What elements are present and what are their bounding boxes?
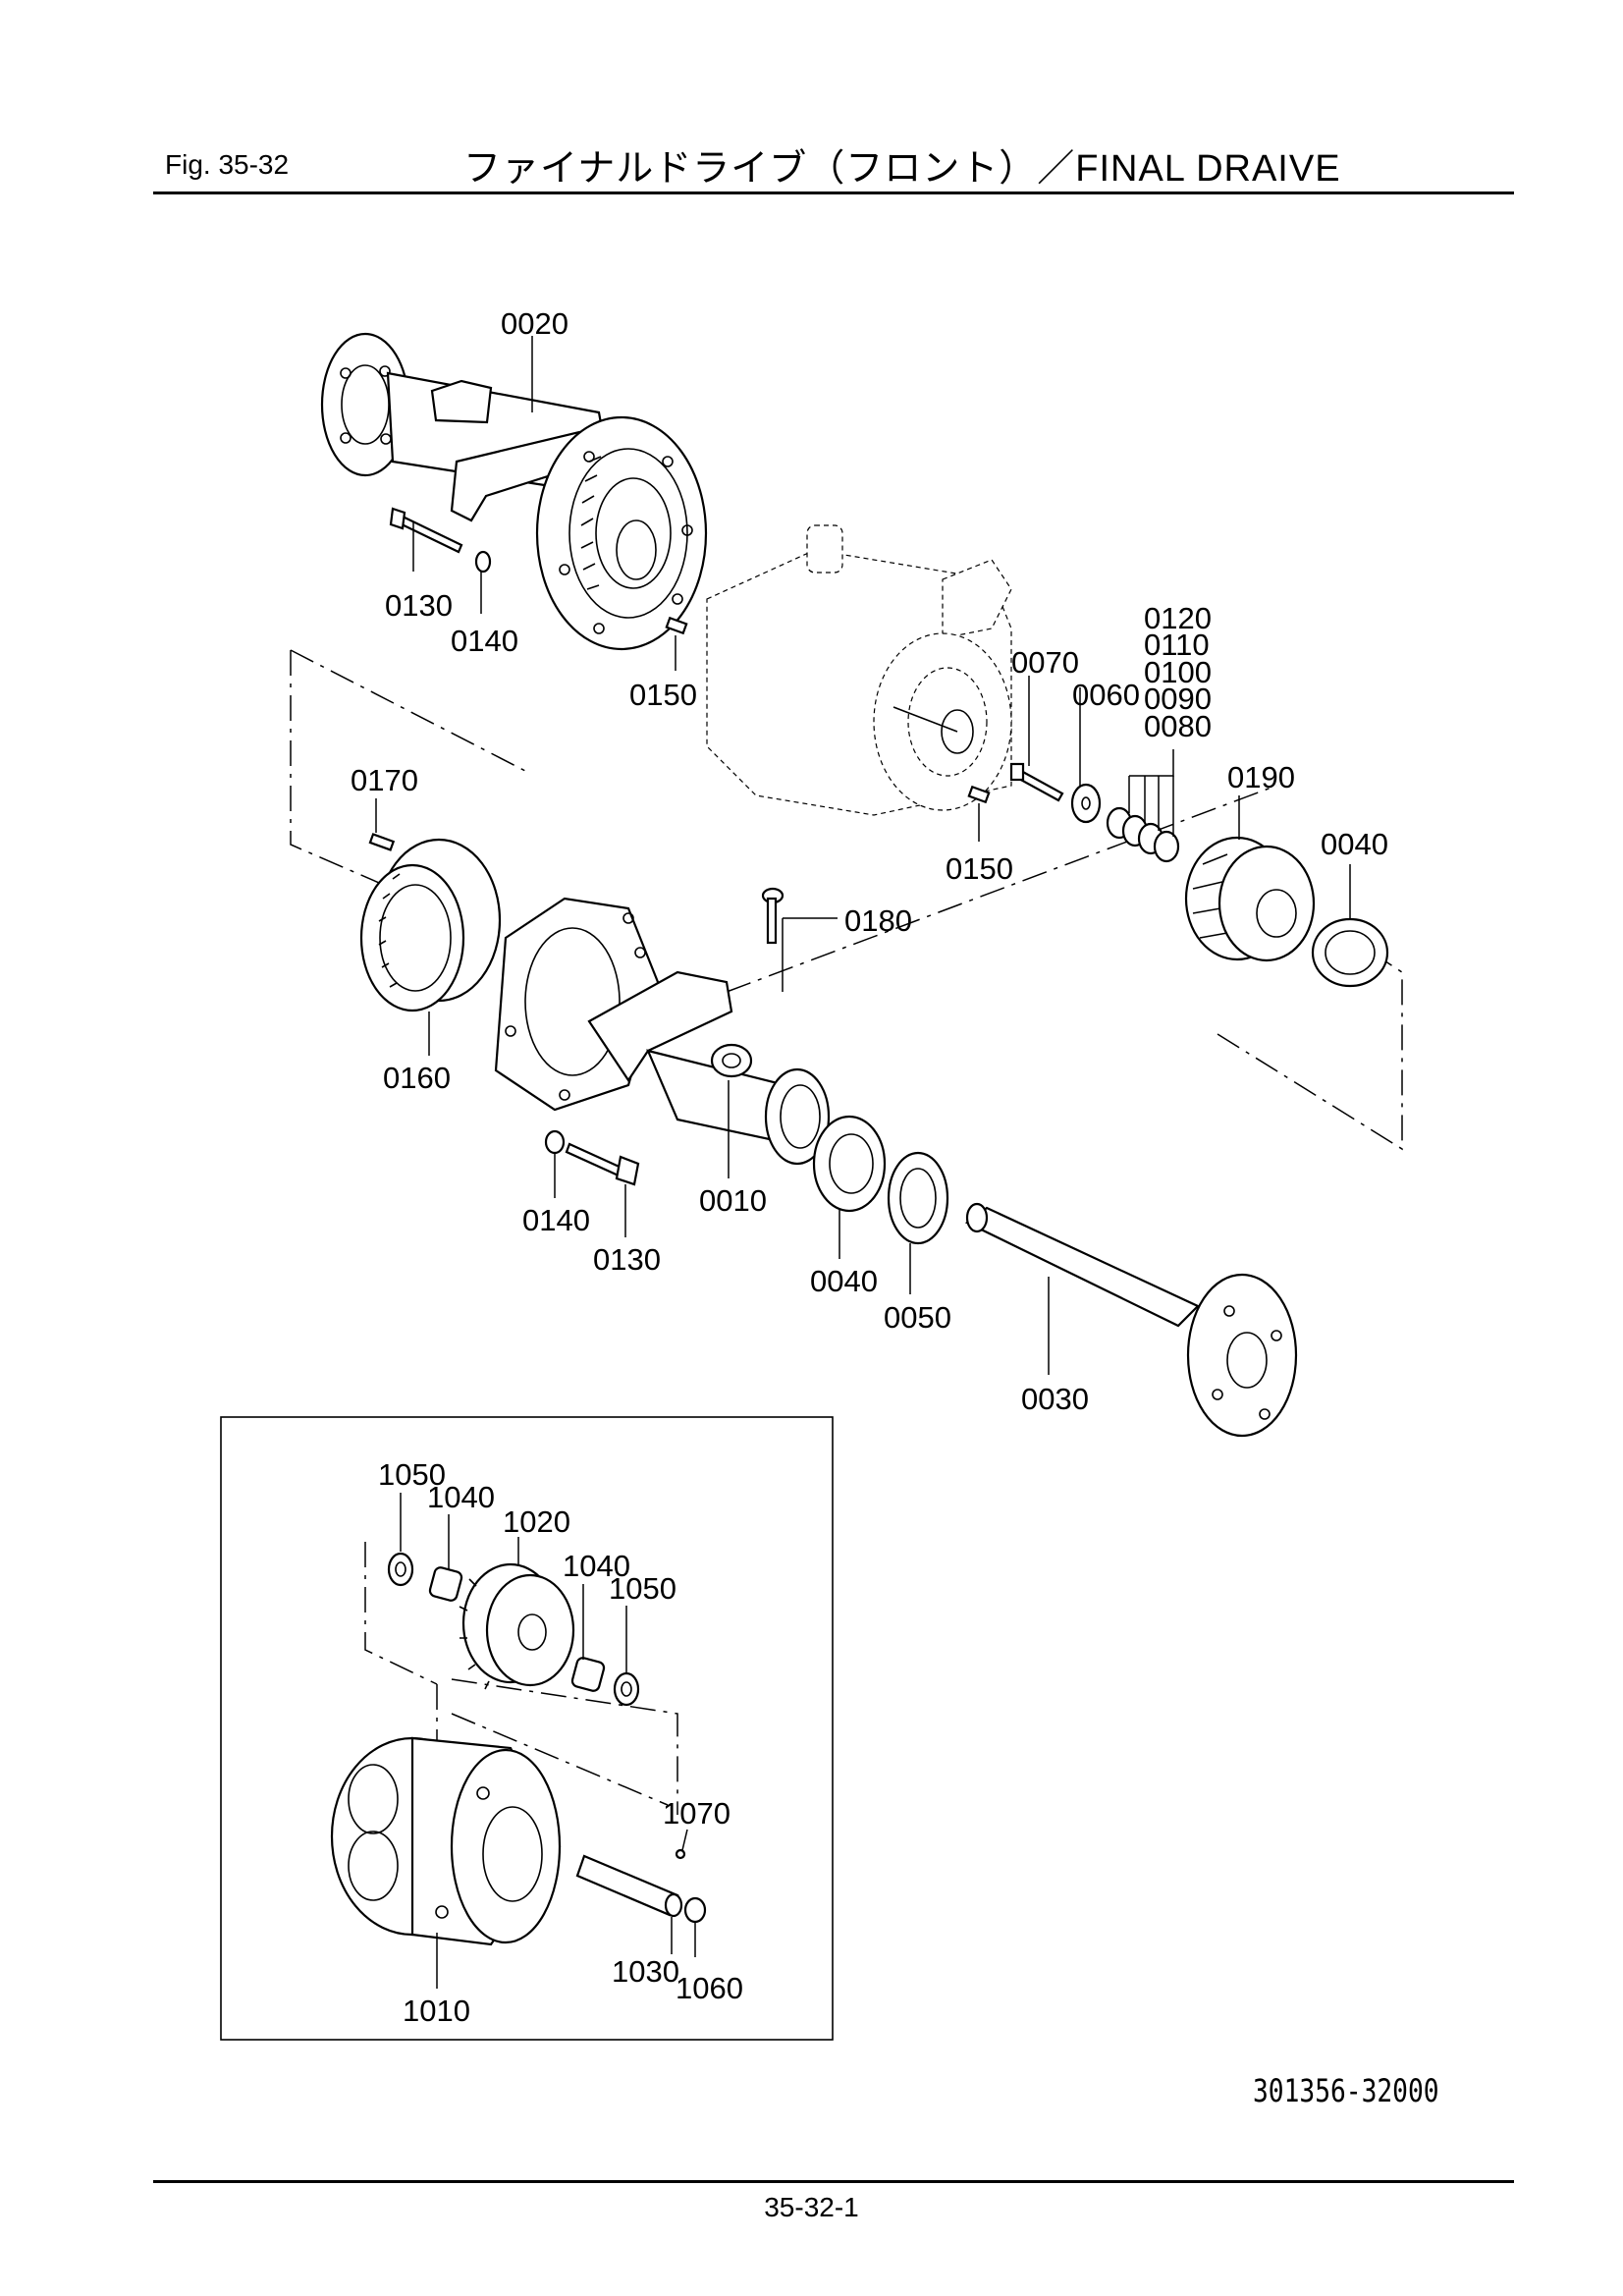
callout-1040: 1040 bbox=[563, 1549, 630, 1583]
bearing-0040-lower bbox=[812, 1115, 887, 1213]
shims-0080-0120 bbox=[1106, 749, 1180, 863]
axle-shaft-0030 bbox=[964, 1202, 1298, 1438]
washer-0140-upper bbox=[474, 550, 492, 574]
callout-0040: 0040 bbox=[810, 1264, 878, 1298]
callout-0070: 0070 bbox=[1011, 645, 1079, 680]
callout-0130: 0130 bbox=[593, 1242, 661, 1277]
final-drive-case-upper bbox=[320, 332, 708, 651]
callout-labels: 0020 0130 0140 0150 0150 0070 0060 0120 … bbox=[351, 306, 1388, 2028]
callout-0160: 0160 bbox=[383, 1061, 451, 1095]
callout-0040: 0040 bbox=[1321, 827, 1388, 861]
callout-1030: 1030 bbox=[612, 1954, 679, 1989]
bolt-0180 bbox=[761, 887, 784, 945]
bearing-0040-right bbox=[1311, 917, 1389, 988]
inset-planet-gear-detail bbox=[220, 1416, 834, 2041]
callout-1050: 1050 bbox=[609, 1571, 676, 1606]
callout-0110: 0110 bbox=[1144, 628, 1210, 662]
callout-1020: 1020 bbox=[503, 1504, 570, 1539]
callout-0150: 0150 bbox=[946, 851, 1013, 886]
header-rule bbox=[153, 191, 1514, 194]
callout-0140: 0140 bbox=[451, 624, 518, 658]
callout-0140: 0140 bbox=[522, 1203, 590, 1237]
callout-1050: 1050 bbox=[378, 1457, 446, 1492]
assembly-centerlines bbox=[290, 649, 1403, 1151]
bolt-0130-lower bbox=[565, 1142, 640, 1186]
oil-seal-0050 bbox=[887, 1151, 949, 1245]
callout-0020: 0020 bbox=[501, 306, 568, 341]
callout-0150: 0150 bbox=[629, 678, 697, 712]
callout-0130: 0130 bbox=[385, 588, 453, 623]
document-code: 301356-32000 bbox=[1253, 2072, 1439, 2109]
washer-0060 bbox=[1070, 783, 1102, 824]
callout-1010: 1010 bbox=[403, 1994, 470, 2028]
callout-1060: 1060 bbox=[676, 1971, 743, 2005]
washer-0140-lower bbox=[544, 1129, 566, 1155]
transmission-housing bbox=[706, 524, 1012, 816]
pin-0170 bbox=[368, 833, 396, 851]
ring-gear-0160 bbox=[359, 838, 502, 1012]
bolt-0070 bbox=[1009, 762, 1064, 802]
pin-0150-lower bbox=[967, 785, 991, 804]
leader-lines bbox=[375, 336, 1351, 1375]
callout-0190: 0190 bbox=[1227, 760, 1295, 794]
callout-0090: 0090 bbox=[1144, 682, 1212, 716]
footer-rule bbox=[153, 2180, 1514, 2183]
callout-0180: 0180 bbox=[844, 903, 912, 938]
callout-0100: 0100 bbox=[1144, 655, 1212, 689]
callout-0030: 0030 bbox=[1021, 1382, 1089, 1416]
callout-0010: 0010 bbox=[699, 1183, 767, 1218]
callout-0170: 0170 bbox=[351, 763, 418, 797]
bolt-0130-upper bbox=[389, 507, 463, 554]
planet-carrier-0190 bbox=[1184, 836, 1316, 962]
figure-label: Fig. 35-32 bbox=[165, 149, 290, 180]
page-number: 35-32-1 bbox=[764, 2192, 859, 2222]
final-drive-case-lower bbox=[494, 897, 831, 1166]
pin-0150-upper bbox=[665, 616, 688, 635]
callout-0060: 0060 bbox=[1072, 678, 1140, 712]
callout-1070: 1070 bbox=[663, 1796, 730, 1831]
callout-1040: 1040 bbox=[427, 1480, 495, 1514]
callout-0050: 0050 bbox=[884, 1300, 951, 1335]
callout-0120: 0120 bbox=[1144, 601, 1212, 635]
callout-0080: 0080 bbox=[1144, 709, 1212, 743]
page-title: ファイナルドライブ（フロント）／FINAL DRAIVE bbox=[463, 148, 1341, 190]
